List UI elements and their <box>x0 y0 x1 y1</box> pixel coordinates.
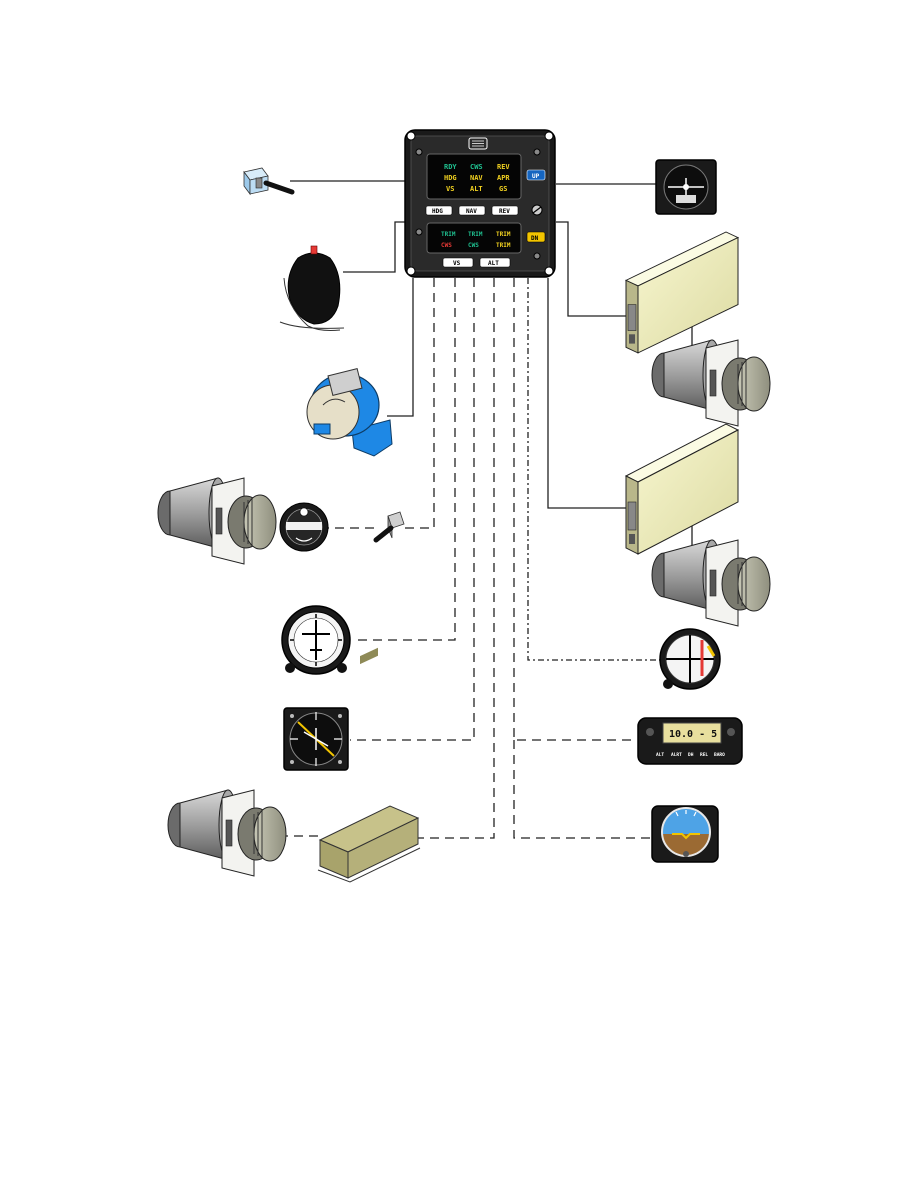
annunciator-cws-red: CWS <box>441 242 452 249</box>
rev-button[interactable]: REV <box>491 205 519 216</box>
wire-roll-computer <box>556 221 626 317</box>
annunciator-cws-green: CWS <box>468 242 479 249</box>
trim-servo-icon <box>651 539 771 627</box>
annunciator-nav: NAV <box>470 174 483 182</box>
alrt-key[interactable]: ALRT <box>671 752 682 758</box>
hsi-icon <box>281 605 351 675</box>
annunciator-rev: REV <box>497 163 510 171</box>
nav-button[interactable]: NAV <box>458 205 486 216</box>
mode-display-lower <box>426 222 522 254</box>
annunciator-vs: VS <box>446 185 454 193</box>
annunciator-hdg: HDG <box>444 174 457 182</box>
annunciator-trim-4: TRIM <box>496 242 511 249</box>
annunciator-gs: GS <box>499 185 507 193</box>
wire-trim-computer <box>418 278 495 839</box>
dh-key[interactable]: DH <box>688 752 694 758</box>
alt-key[interactable]: ALT <box>656 752 664 758</box>
trim-switch-icon <box>373 511 405 543</box>
yaw-computer-icon <box>625 423 739 555</box>
hdg-button-label: HDG <box>432 208 443 215</box>
autopilot-controller[interactable]: RDY CWS REV HDG NAV APR VS ALT GS UP HDG… <box>404 129 556 278</box>
wire-rmi <box>350 278 475 741</box>
wire-roll-rate-gyro <box>387 278 414 417</box>
up-button[interactable]: UP <box>526 169 546 181</box>
hdg-button[interactable]: HDG <box>425 205 453 216</box>
annunciator-alt: ALT <box>470 185 483 193</box>
rel-key[interactable]: REL <box>700 752 708 758</box>
wire-cdi <box>527 278 662 661</box>
baro-key[interactable]: BARO <box>714 752 725 758</box>
wire-control-wheel <box>343 221 406 273</box>
altitude-selector: 10.0 - 5 ALT ALRT DH REL BARO <box>637 717 743 765</box>
control-wheel-switch-icon <box>279 245 345 331</box>
pitch-computer-icon <box>317 647 421 883</box>
s-tec-logo-icon <box>468 137 488 150</box>
rev-button-label: REV <box>499 208 510 215</box>
rmi-icon <box>283 707 349 771</box>
annunciator-rdy: RDY <box>444 163 457 171</box>
vs-button[interactable]: VS <box>442 257 474 268</box>
attitude-indicator-icon <box>651 805 719 863</box>
altitude-selector-display <box>662 722 722 744</box>
toggle-switch-icon <box>243 167 295 196</box>
annunciator-trim-2: TRIM <box>468 231 483 238</box>
nav-button-label: NAV <box>466 208 477 215</box>
solid-connections <box>290 180 693 553</box>
roll-rate-gyro-icon <box>306 368 393 457</box>
alt-button[interactable]: ALT <box>479 257 511 268</box>
annunciator-trim-3: TRIM <box>496 231 511 238</box>
roll-computer-icon <box>625 231 739 354</box>
pitch-servo-icon <box>167 789 287 877</box>
wire-hsi <box>352 278 456 641</box>
vs-button-label: VS <box>453 260 461 267</box>
up-button-label: UP <box>532 173 540 180</box>
wire-pitch-computer <box>547 278 626 509</box>
annunciator-trim-1: TRIM <box>441 231 456 238</box>
wire-altitude-selector <box>513 278 637 741</box>
turn-indicator-icon <box>655 159 717 215</box>
annunciator-cws: CWS <box>470 163 483 171</box>
wire-attitude <box>513 740 652 839</box>
yaw-servo-upper-icon <box>651 339 771 427</box>
wire-trim-switch <box>400 278 435 529</box>
dashed-connections <box>276 278 662 839</box>
alt-button-label: ALT <box>488 260 499 267</box>
roll-servo-icon <box>157 477 277 565</box>
turn-coordinator-icon <box>279 502 329 552</box>
dn-button[interactable]: DN <box>526 231 546 243</box>
dn-button-label: DN <box>531 235 539 242</box>
altitude-selector-value: 10.0 - 5 <box>669 729 717 740</box>
cdi-gs-icon <box>659 628 721 690</box>
annunciator-apr: APR <box>497 174 510 182</box>
mode-display-upper <box>426 153 522 200</box>
